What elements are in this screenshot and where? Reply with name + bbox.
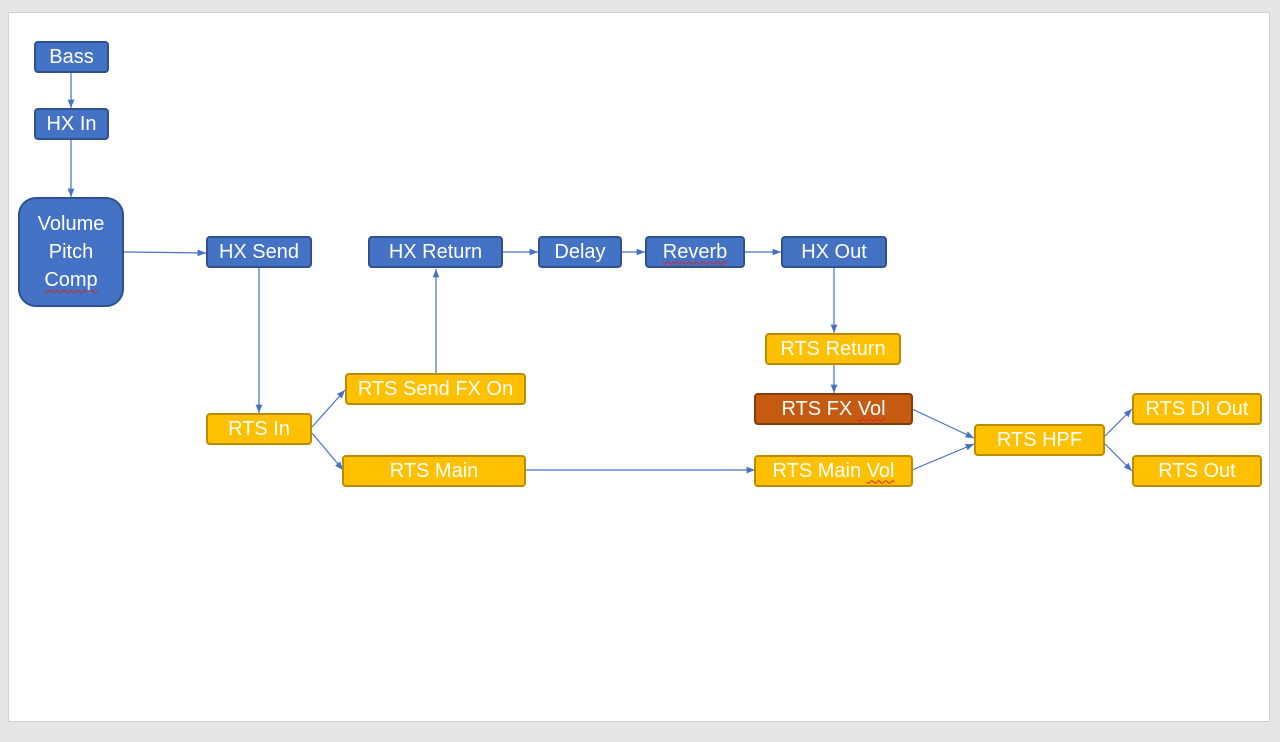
hx-out-block[interactable]: HX Out bbox=[781, 236, 887, 268]
reverb-block[interactable]: Reverb bbox=[645, 236, 745, 268]
rts-return-label: RTS Return bbox=[780, 337, 886, 360]
rts-send-fx-on-label: RTS Send FX On bbox=[357, 377, 514, 400]
rts-fx-vol-label: RTS FX Vol bbox=[781, 398, 885, 421]
hx-in-block[interactable]: HX In bbox=[34, 108, 109, 140]
rts-main-label: RTS Main bbox=[389, 459, 479, 482]
hx-send-label: HX Send bbox=[218, 240, 300, 263]
rts-di-out-label: RTS DI Out bbox=[1145, 397, 1249, 420]
arrow-hpf-to-di-out bbox=[1104, 408, 1133, 437]
arrow-main-vol-to-hpf bbox=[911, 443, 975, 471]
rts-main-vol-prefix: RTS Main bbox=[772, 459, 867, 482]
hx-out-label: HX Out bbox=[801, 240, 867, 263]
hx-return-label: HX Return bbox=[388, 240, 483, 263]
rts-out-label: RTS Out bbox=[1158, 459, 1236, 482]
hx-in-label: HX In bbox=[46, 112, 97, 135]
rts-in-block[interactable]: RTS In bbox=[206, 413, 312, 445]
rts-main-vol-flagged: Vol bbox=[866, 459, 895, 482]
rts-fx-vol-flagged: Vol bbox=[857, 397, 886, 420]
rts-main-vol-block[interactable]: RTS Main Vol bbox=[754, 455, 913, 487]
hx-send-block[interactable]: HX Send bbox=[206, 236, 312, 268]
rts-send-fx-on-block[interactable]: RTS Send FX On bbox=[345, 373, 526, 405]
pitch-label: Pitch bbox=[48, 241, 94, 263]
reverb-label: Reverb bbox=[662, 240, 728, 263]
delay-block[interactable]: Delay bbox=[538, 236, 622, 268]
rts-hpf-block[interactable]: RTS HPF bbox=[974, 424, 1105, 456]
comp-label: Comp bbox=[44, 269, 98, 291]
rts-main-vol-label: RTS Main Vol bbox=[773, 460, 895, 483]
arrow-fx-vol-to-hpf bbox=[911, 408, 975, 439]
arrow-rts-in-to-main bbox=[311, 432, 344, 471]
rts-in-label: RTS In bbox=[228, 417, 290, 440]
volume-pitch-comp-block[interactable]: Volume Pitch Comp bbox=[18, 197, 124, 307]
rts-fx-vol-prefix: RTS FX bbox=[781, 397, 858, 420]
bass-label: Bass bbox=[49, 45, 94, 68]
rts-hpf-label: RTS HPF bbox=[996, 428, 1083, 451]
bass-block[interactable]: Bass bbox=[34, 41, 109, 73]
delay-label: Delay bbox=[554, 240, 606, 263]
volume-label: Volume bbox=[37, 213, 105, 235]
arrow-volume-to-hx-send bbox=[123, 249, 207, 257]
arrow-rts-in-to-send-fx bbox=[311, 389, 346, 428]
arrow-hpf-to-out bbox=[1104, 443, 1133, 472]
rts-return-block[interactable]: RTS Return bbox=[765, 333, 901, 365]
diagram-canvas bbox=[8, 12, 1270, 722]
rts-fx-vol-block[interactable]: RTS FX Vol bbox=[754, 393, 913, 425]
rts-main-block[interactable]: RTS Main bbox=[342, 455, 526, 487]
rts-di-out-block[interactable]: RTS DI Out bbox=[1132, 393, 1262, 425]
hx-return-block[interactable]: HX Return bbox=[368, 236, 503, 268]
rts-out-block[interactable]: RTS Out bbox=[1132, 455, 1262, 487]
